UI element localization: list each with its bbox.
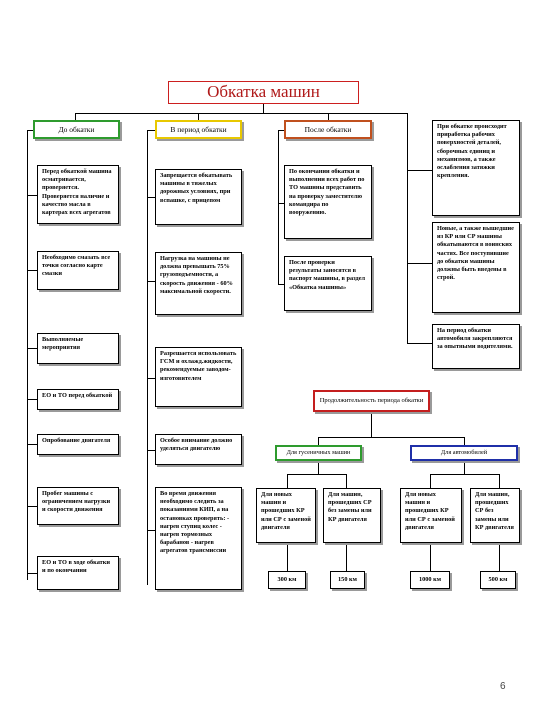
- after-item-inspection: По окончании обкатки и выполнении всех р…: [284, 165, 372, 239]
- connector: [318, 437, 319, 445]
- header-before-label: До обкатки: [58, 124, 95, 134]
- tracked-header: Для гусеничных машин: [275, 445, 362, 461]
- during-item-monitoring: Во время движения необходимо следить за …: [155, 487, 242, 590]
- right-item-drivers: На период обкатки автомобиля закрепляютс…: [432, 324, 520, 369]
- connector: [278, 130, 284, 131]
- header-after-label: После обкатки: [304, 124, 352, 134]
- connector: [147, 281, 155, 282]
- cars-overhauled-distance: 500 км: [480, 571, 516, 589]
- during-item-engine-attention: Особое внимание должно уделяться двигате…: [155, 434, 242, 465]
- tracked-new-machines: Для новых машин и прошедших КР или СР с …: [256, 488, 316, 543]
- connector: [27, 573, 37, 574]
- before-item-lubrication: Необходимо смазать все точки согласно ка…: [37, 251, 119, 290]
- connector: [147, 130, 148, 585]
- tracked-overhauled-machines: Для машин, прошедших СР без замены или К…: [323, 488, 381, 543]
- connector: [27, 348, 37, 349]
- after-item-passport: После проверки результаты заносятся в па…: [284, 256, 372, 311]
- page-number: 6: [500, 681, 506, 692]
- connector: [27, 130, 33, 131]
- diagram-title: Обкатка машин: [168, 81, 359, 104]
- connector: [278, 203, 284, 204]
- header-before: До обкатки: [33, 120, 120, 139]
- duration-header: Продолжительность периода обкатки: [313, 390, 430, 412]
- connector: [147, 197, 155, 198]
- connector: [346, 474, 347, 488]
- connector: [278, 284, 284, 285]
- connector: [318, 437, 464, 438]
- header-during: В период обкатки: [155, 120, 242, 139]
- cars-overhauled-machines: Для машин, прошедших СР без замены или К…: [470, 488, 520, 543]
- connector: [198, 113, 199, 120]
- right-item-new-machines: Новые, а также вышедшие из КР или СР маш…: [432, 222, 520, 313]
- during-item-load-limit: Нагрузка на машины не должна превышать 7…: [155, 252, 242, 315]
- connector: [147, 378, 155, 379]
- connector: [407, 343, 432, 344]
- connector: [27, 399, 37, 400]
- connector: [287, 474, 288, 488]
- connector: [27, 506, 37, 507]
- connector: [287, 543, 288, 571]
- connector: [318, 461, 319, 474]
- connector: [499, 543, 500, 571]
- connector: [499, 474, 500, 488]
- before-item-maintenance: ЕО и ТО перед обкаткой: [37, 389, 119, 410]
- connector: [75, 113, 408, 114]
- connector: [27, 195, 37, 196]
- connector: [407, 170, 432, 171]
- before-item-limited-run: Пробег машины с ограничением нагрузки и …: [37, 487, 119, 525]
- connector: [147, 450, 155, 451]
- connector: [147, 530, 155, 531]
- tracked-overhauled-distance: 150 км: [330, 571, 365, 589]
- cars-new-distance: 1000 км: [410, 571, 450, 589]
- connector: [263, 104, 264, 114]
- connector: [147, 130, 155, 131]
- connector: [430, 474, 431, 488]
- cars-new-machines: Для новых машин и прошедших КР или СР с …: [400, 488, 462, 543]
- connector: [464, 461, 465, 474]
- connector: [430, 543, 431, 571]
- connector: [430, 474, 500, 475]
- connector: [27, 444, 37, 445]
- cars-header-label: Для автомобилей: [440, 448, 488, 456]
- header-after: После обкатки: [284, 120, 372, 139]
- before-item-inspection: Перед обкаткой машина осматривается, про…: [37, 165, 119, 224]
- cars-header: Для автомобилей: [410, 445, 518, 461]
- during-item-prohibition: Запрещается обкатывать машины в тяжелых …: [155, 169, 242, 225]
- connector: [371, 412, 372, 438]
- header-during-label: В период обкатки: [170, 124, 227, 134]
- connector: [27, 130, 28, 580]
- connector: [75, 113, 76, 120]
- before-item-engine-test: Опробование двигателя: [37, 434, 119, 455]
- connector: [464, 437, 465, 445]
- before-item-final-maintenance: ЕО и ТО в ходе обкатки и по окончании: [37, 556, 119, 590]
- connector: [27, 270, 37, 271]
- connector: [407, 263, 432, 264]
- tracked-header-label: Для гусеничных машин: [286, 448, 351, 456]
- duration-header-label: Продолжительность периода обкатки: [319, 396, 424, 404]
- connector: [328, 113, 329, 120]
- during-item-fluids: Разрешается использовать ГСМ и охлажд.жи…: [155, 347, 242, 407]
- right-item-running-in: При обкатке происходит приработка рабочи…: [432, 120, 520, 216]
- connector: [346, 543, 347, 571]
- tracked-new-distance: 300 км: [268, 571, 306, 589]
- connector: [407, 113, 408, 344]
- connector: [287, 474, 347, 475]
- connector: [278, 130, 279, 285]
- before-item-measures: Выполняемые мероприятия: [37, 333, 119, 364]
